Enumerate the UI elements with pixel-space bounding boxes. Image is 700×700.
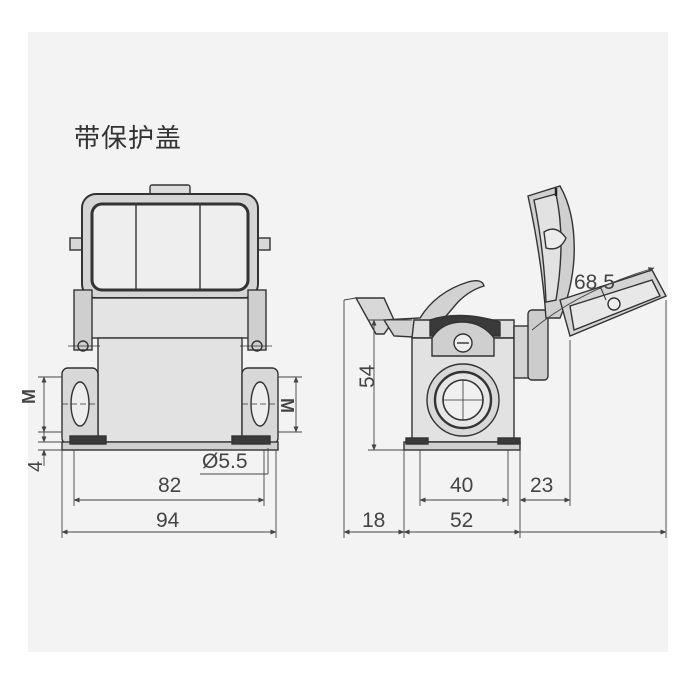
front-view bbox=[61, 184, 279, 451]
side-dimensions bbox=[343, 267, 667, 538]
base-width-label: 52 bbox=[450, 509, 473, 532]
height-label: 54 bbox=[356, 364, 379, 388]
cover-length-label: 68.5 bbox=[574, 271, 615, 294]
hole-diameter-label: Ø5.5 bbox=[202, 450, 248, 473]
side-base bbox=[403, 441, 521, 451]
cover-window bbox=[90, 202, 250, 292]
overall-width-label: 94 bbox=[156, 509, 180, 532]
housing-upper bbox=[85, 297, 255, 339]
drawing-title: 带保护盖 bbox=[74, 124, 183, 154]
left-lever bbox=[73, 289, 93, 351]
housing-body bbox=[97, 337, 243, 443]
thread-label-right: M bbox=[277, 398, 297, 413]
housing-base bbox=[61, 441, 279, 451]
locking-lever bbox=[382, 279, 485, 339]
base-height-label: 4 bbox=[25, 461, 47, 472]
front-dimensions bbox=[38, 376, 302, 538]
hole-spacing-label: 82 bbox=[158, 474, 181, 497]
side-view bbox=[354, 185, 667, 451]
right-offset-label: 23 bbox=[530, 474, 553, 497]
entry-width-label: 40 bbox=[450, 474, 473, 497]
right-lever bbox=[247, 289, 267, 351]
left-offset-label: 18 bbox=[362, 509, 385, 532]
lever-bracket bbox=[354, 297, 395, 335]
thread-label-left: M bbox=[19, 389, 39, 404]
